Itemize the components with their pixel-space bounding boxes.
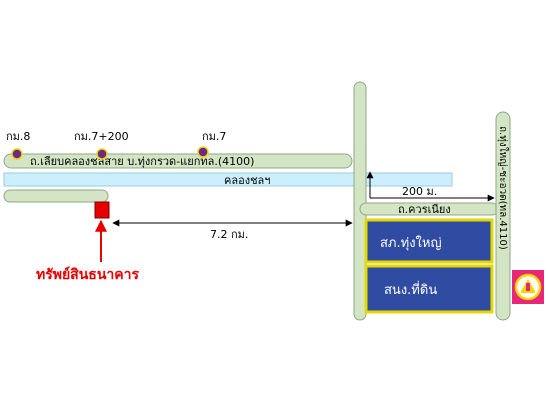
highway-4110 [495,111,511,321]
red-square-marker-icon [94,201,110,219]
distance-short-label: 200 ม. [402,185,437,198]
marker-km8-label: กม.8 [6,130,30,143]
marker-km8 [11,148,23,160]
vertical-road-town [353,81,367,321]
police-station-label: สภ.ทุ่งใหญ่ [380,235,442,251]
temple-emblem-icon [512,270,544,304]
distance-long-label: 7.2 กม. [210,228,248,241]
canal-label: คลองชลฯ [224,174,270,187]
marker-km7 [197,146,209,158]
main-road-label: ถ.เลียบคลองชลสาย บ.ทุ่งกรวด-แยกทล.(4100) [30,155,254,168]
police-station-building [364,218,494,264]
frontage-road [3,189,109,203]
side-road-label: ถ.ควรเนียง [398,203,451,216]
land-office-label: สนง.ที่ดิน [384,281,437,298]
marker-km7-200 [96,148,108,160]
main-road [3,153,353,169]
land-office-building [364,264,494,314]
marker-km7-200-label: กม.7+200 [74,130,129,143]
highway-4110-label: ถ.ทุ่งใหญ่-ชะอวด(ทล.4110) [497,126,509,250]
marker-km7-label: กม.7 [202,130,226,143]
property-label: ทรัพย์สินธนาคาร [36,266,139,283]
canal [3,172,453,187]
